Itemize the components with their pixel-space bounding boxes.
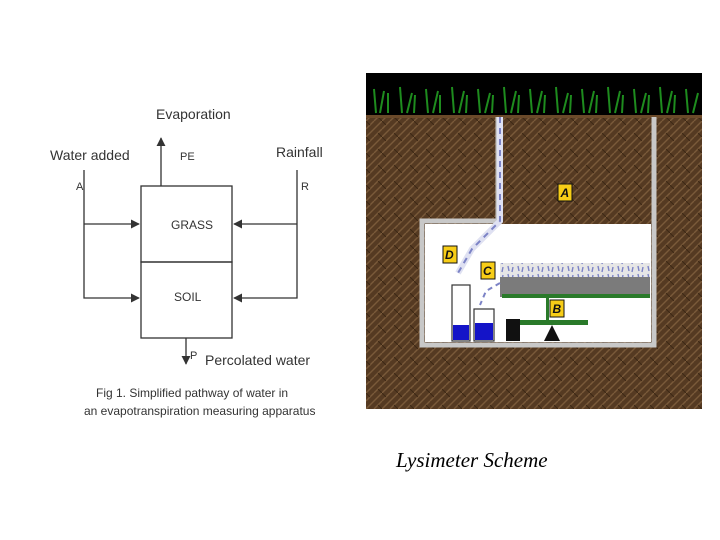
figure-caption-line1: Fig 1. Simplified pathway of water in bbox=[96, 386, 288, 400]
marker-b: B bbox=[549, 299, 565, 318]
lysimeter-caption: Lysimeter Scheme bbox=[396, 448, 548, 472]
counterweight bbox=[506, 319, 520, 341]
figure-caption-line2: an evapotranspiration measuring apparatu… bbox=[84, 404, 315, 418]
collection-funnel bbox=[500, 277, 650, 297]
gravel-layer bbox=[500, 263, 650, 277]
r-label: R bbox=[301, 181, 309, 193]
soil-label: SOIL bbox=[174, 290, 202, 304]
lysimeter-illustration: A B C D bbox=[366, 73, 702, 409]
rainfall-label: Rainfall bbox=[276, 144, 323, 160]
p-label: P bbox=[190, 350, 197, 362]
water-added-line bbox=[83, 170, 140, 303]
water-added-label: Water added bbox=[50, 147, 130, 163]
svg-text:C: C bbox=[483, 264, 492, 278]
sky-strip bbox=[366, 73, 702, 115]
collection-tubes bbox=[451, 284, 495, 342]
svg-text:B: B bbox=[553, 302, 562, 316]
evaporation-label: Evaporation bbox=[156, 106, 231, 122]
marker-c: C bbox=[480, 261, 496, 280]
svg-text:A: A bbox=[560, 186, 570, 200]
grass-blades bbox=[373, 86, 699, 114]
marker-a: A bbox=[557, 183, 573, 202]
percolated-label: Percolated water bbox=[205, 352, 310, 368]
balance-fulcrum bbox=[544, 325, 560, 341]
svg-text:D: D bbox=[445, 248, 454, 262]
marker-d: D bbox=[442, 245, 458, 264]
grass-label: GRASS bbox=[171, 218, 213, 232]
rainfall-line bbox=[233, 170, 298, 303]
a-label: A bbox=[76, 181, 84, 193]
pe-label: PE bbox=[180, 151, 195, 163]
weighing-plate bbox=[502, 294, 650, 298]
balance-bar bbox=[516, 320, 588, 325]
